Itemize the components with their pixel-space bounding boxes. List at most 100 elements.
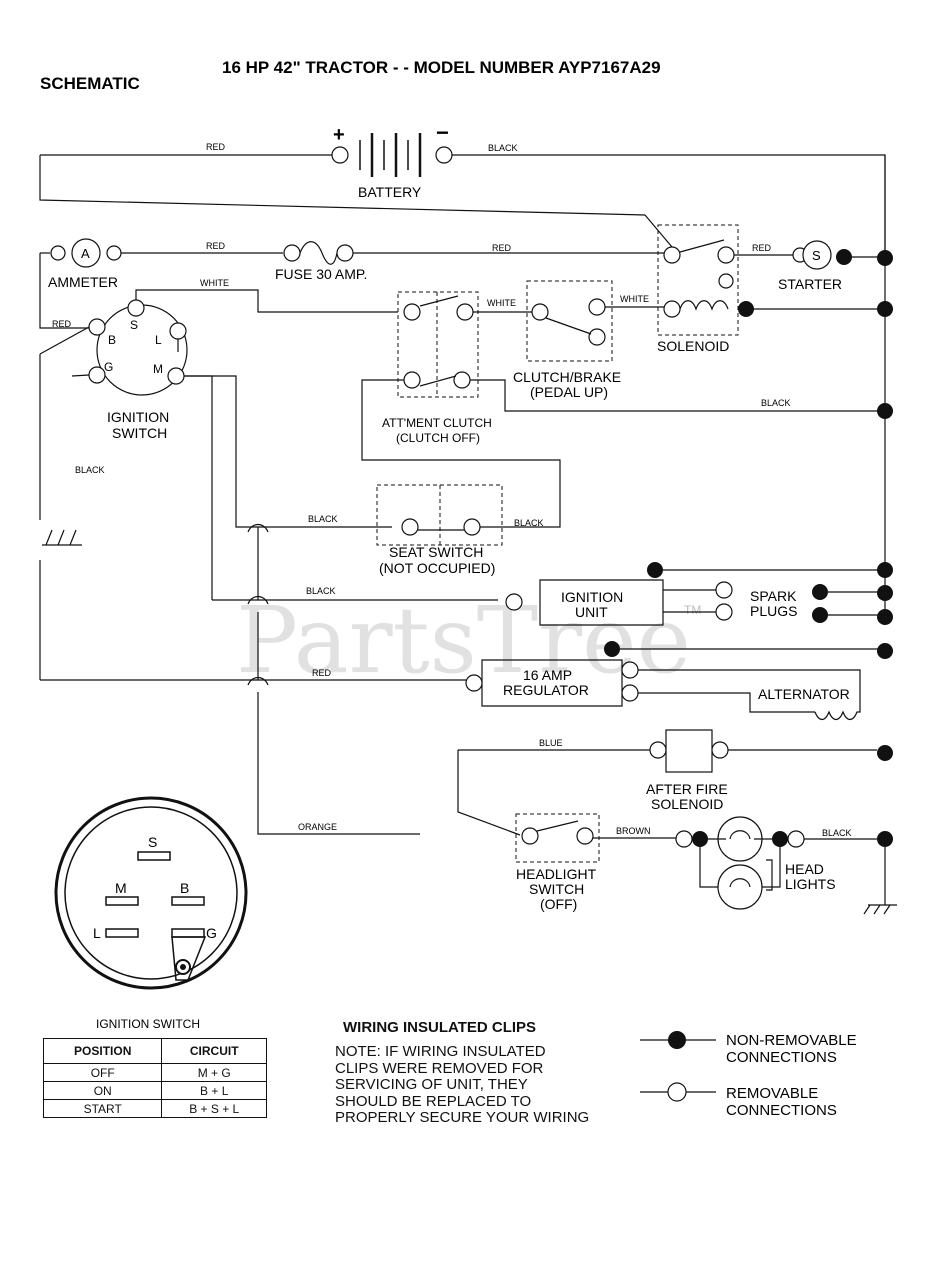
table-row: OFF M + G	[42, 1063, 267, 1082]
solenoid-label: SOLENOID	[657, 338, 729, 354]
section-label: SCHEMATIC	[40, 74, 140, 93]
table-header-position: POSITION	[42, 1038, 163, 1064]
attment-label-2: (CLUTCH OFF)	[396, 431, 480, 445]
ignition-switch-label-1: IGNITION	[107, 409, 169, 425]
ignition-switch-face: S M B L G	[54, 796, 248, 990]
face-term-g: G	[206, 925, 217, 941]
attment-label-1: ATT'MENT CLUTCH	[382, 416, 492, 430]
wire-label-white-clutch: WHITE	[487, 298, 516, 308]
ignition-unit: IGNITION UNIT	[505, 562, 885, 626]
table-cell: START	[42, 1099, 163, 1118]
starter: S STARTER	[778, 240, 885, 292]
afterfire-label-2: SOLENOID	[651, 796, 723, 812]
headlight-switch-label-1: HEADLIGHT	[516, 866, 597, 882]
headlights-label-1: HEAD	[785, 861, 824, 877]
clips-note-title: WIRING INSULATED CLIPS	[343, 1019, 537, 1036]
wire-label-red-fuse: RED	[492, 243, 512, 253]
clips-note-line: PROPERLY SECURE YOUR WIRING	[335, 1109, 590, 1126]
watermark-tm: TM	[684, 603, 701, 617]
face-term-s: S	[148, 834, 157, 850]
headlights: HEAD LIGHTS	[675, 816, 877, 910]
fuse-label: FUSE 30 AMP.	[275, 266, 367, 282]
spark-label-2: PLUGS	[750, 603, 797, 619]
wire-label-white-ign: WHITE	[200, 278, 229, 288]
wire-label-black-ground: BLACK	[75, 465, 105, 475]
alternator: ALTERNATOR	[758, 686, 861, 721]
regulator-label-2: REGULATOR	[503, 682, 589, 698]
table-row: ON B + L	[42, 1081, 267, 1100]
ignition-unit-label-1: IGNITION	[561, 589, 623, 605]
table-row: START B + S + L	[42, 1099, 267, 1118]
battery-label: BATTERY	[358, 184, 422, 200]
ignition-switch-table: POSITION CIRCUIT OFF M + G ON B + L STAR…	[42, 1038, 267, 1118]
regulator-label-1: 16 AMP	[523, 667, 572, 683]
battery-negative: −	[436, 120, 449, 145]
wire-label-black-top: BLACK	[488, 143, 518, 153]
starter-label: STARTER	[778, 276, 842, 292]
fuse: FUSE 30 AMP.	[275, 241, 665, 282]
table-cell: M + G	[161, 1063, 267, 1082]
wire-label-black-seat-left: BLACK	[308, 514, 338, 524]
wire-label-red-top: RED	[206, 142, 226, 152]
ammeter-label: AMMETER	[48, 274, 118, 290]
ignition-switch-label-2: SWITCH	[112, 425, 167, 441]
watermark: PartsTree	[236, 587, 691, 694]
ign-term-b: B	[108, 333, 116, 347]
wire-label-black-headlights: BLACK	[822, 828, 852, 838]
face-term-b: B	[180, 880, 189, 896]
clips-note-body: NOTE: IF WIRING INSULATED CLIPS WERE REM…	[335, 1043, 590, 1127]
legend-non-removable-2: CONNECTIONS	[726, 1049, 837, 1066]
wire-label-red-left: RED	[52, 319, 72, 329]
page-title: 16 HP 42" TRACTOR - - MODEL NUMBER AYP71…	[222, 58, 661, 77]
seat-switch-label-2: (NOT OCCUPIED)	[379, 560, 495, 576]
table-cell: OFF	[42, 1063, 163, 1082]
legend-non-removable-1: NON-REMOVABLE	[726, 1032, 857, 1049]
spark-plugs: SPARK PLUGS	[750, 584, 885, 623]
spark-label-1: SPARK	[750, 588, 797, 604]
table-cell: ON	[42, 1081, 163, 1100]
wire-label-black-clutch: BLACK	[761, 398, 791, 408]
ignition-unit-label-2: UNIT	[575, 604, 608, 620]
legend-removable-1: REMOVABLE	[726, 1085, 818, 1102]
wire-label-orange: ORANGE	[298, 822, 337, 832]
ign-term-g: G	[104, 360, 113, 374]
clips-note-line: CLIPS WERE REMOVED FOR	[335, 1059, 544, 1077]
headlight-switch-label-3: (OFF)	[540, 896, 577, 912]
clips-note-line: SERVICING OF UNIT, THEY	[335, 1076, 528, 1093]
clips-note-line: NOTE: IF WIRING INSULATED	[335, 1043, 546, 1060]
clutch-brake-label-1: CLUTCH/BRAKE	[513, 369, 621, 385]
table-cell: B + S + L	[161, 1099, 267, 1118]
legend: NON-REMOVABLE CONNECTIONS REMOVABLE CONN…	[640, 1031, 857, 1119]
clips-note-line: SHOULD BE REPLACED TO	[335, 1092, 532, 1110]
afterfire-solenoid: AFTER FIRE SOLENOID	[458, 729, 877, 812]
wire-label-black-ign-unit: BLACK	[306, 586, 336, 596]
headlights-label-2: LIGHTS	[785, 876, 836, 892]
seat-switch-label-1: SEAT SWITCH	[389, 544, 483, 560]
table-header-circuit: CIRCUIT	[161, 1038, 267, 1064]
wire-label-red-starter: RED	[752, 243, 772, 253]
regulator: 16 AMP REGULATOR	[465, 641, 885, 713]
battery-positive: +	[333, 124, 345, 146]
battery: + − BATTERY	[40, 120, 886, 258]
table-cell: B + L	[161, 1081, 267, 1100]
face-term-l: L	[93, 925, 101, 941]
wire-label-brown: BROWN	[616, 826, 651, 836]
alternator-label: ALTERNATOR	[758, 686, 850, 702]
ign-term-s: S	[130, 318, 138, 332]
wire-label-blue: BLUE	[539, 738, 563, 748]
starter-symbol: S	[812, 248, 821, 263]
legend-removable-2: CONNECTIONS	[726, 1102, 837, 1119]
ammeter: A AMMETER	[40, 238, 283, 290]
wire-label-red-ammeter: RED	[206, 241, 226, 251]
wire-label-red-regulator: RED	[312, 668, 332, 678]
ammeter-symbol: A	[81, 246, 90, 261]
attachment-clutch-switch: ATT'MENT CLUTCH (CLUTCH OFF)	[382, 291, 492, 445]
wire-label-black-seat-right: BLACK	[514, 518, 544, 528]
ign-term-l: L	[155, 333, 162, 347]
clutch-brake-switch: CLUTCH/BRAKE (PEDAL UP)	[513, 280, 621, 400]
wire-label-white-solenoid: WHITE	[620, 294, 649, 304]
solenoid: SOLENOID	[657, 224, 885, 354]
headlight-switch-label-2: SWITCH	[529, 881, 584, 897]
clutch-brake-label-2: (PEDAL UP)	[530, 384, 608, 400]
